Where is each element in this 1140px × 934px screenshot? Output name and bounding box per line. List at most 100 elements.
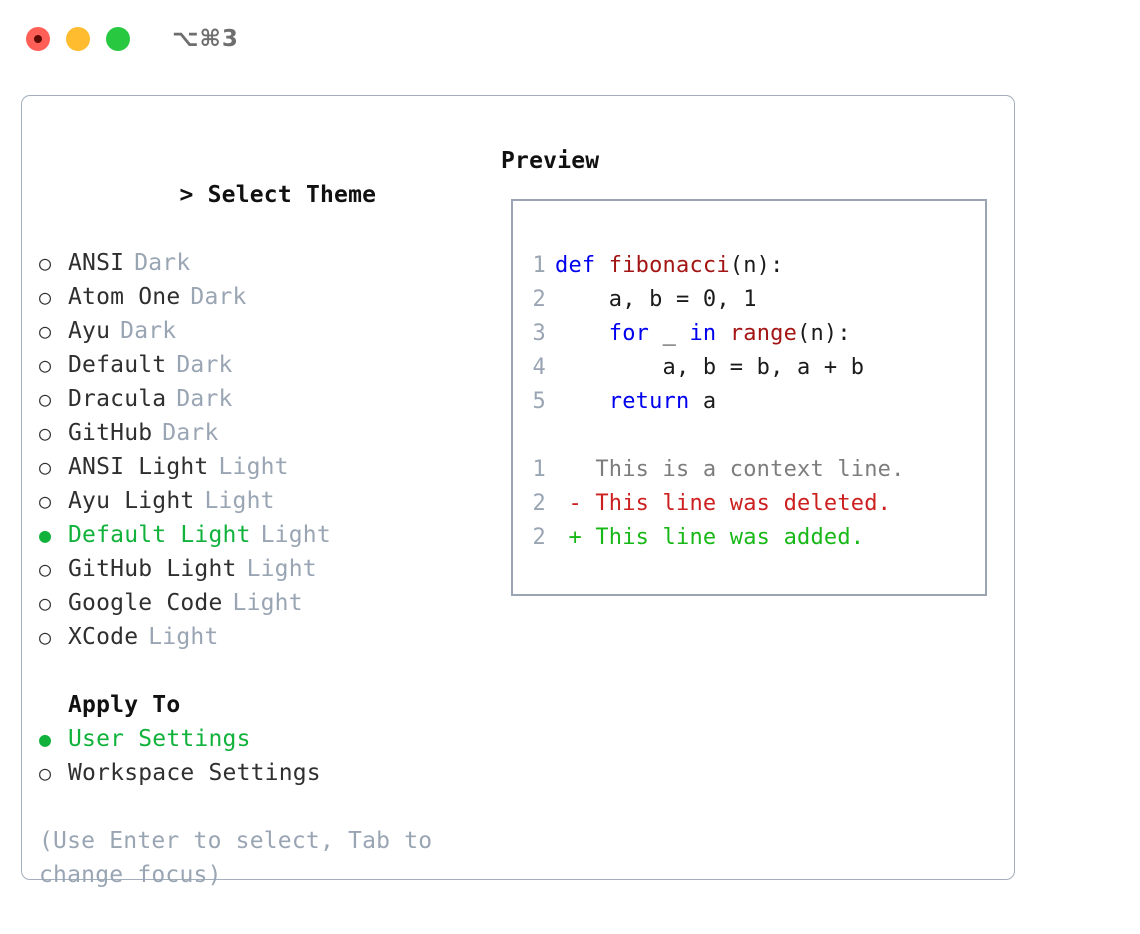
theme-option-variant-tag: Dark (162, 420, 219, 446)
theme-option-label: Default Light (68, 522, 251, 548)
code-line: 5 return a (513, 385, 985, 419)
code-line-text: a, b = b, a + b (555, 351, 865, 385)
code-token-plain (555, 389, 609, 414)
code-line-number: 4 (532, 355, 546, 380)
theme-option-label: Ayu Light (68, 488, 195, 514)
apply-to-option-label: User Settings (68, 726, 251, 752)
select-theme-heading: > Select Theme (39, 144, 492, 246)
theme-option-label: Dracula (68, 386, 167, 412)
theme-option-default-light[interactable]: ● Default Light Light (39, 518, 492, 552)
radio-unselected-icon: ○ (39, 285, 52, 309)
code-token-fn: fibonacci (608, 253, 730, 278)
code-token-kw: in (689, 321, 717, 346)
radio-unselected-icon: ○ (39, 421, 52, 445)
code-line: 1 def fibonacci(n): (513, 249, 985, 283)
code-token-plain: a, b = 0, 1 (555, 287, 757, 312)
theme-option-label: Google Code (68, 590, 223, 616)
theme-option-variant-tag: Light (218, 454, 289, 480)
theme-option-variant-tag: Dark (134, 250, 191, 276)
apply-to-option-workspace-settings[interactable]: ○Workspace Settings (39, 756, 492, 790)
code-token-plain (555, 321, 609, 346)
diff-line-number: 1 (532, 457, 546, 482)
code-line-text: def fibonacci(n): (555, 249, 784, 283)
radio-unselected-icon: ○ (39, 319, 52, 343)
code-token-kw: return (608, 389, 690, 414)
apply-to-option-label: Workspace Settings (68, 760, 321, 786)
theme-option-github[interactable]: ○ GitHub Dark (39, 416, 492, 450)
theme-option-label: Default (68, 352, 167, 378)
radio-selected-icon: ● (39, 523, 52, 547)
theme-option-variant-tag: Light (232, 590, 303, 616)
keyboard-hint-text: (Use Enter to select, Tab to change focu… (39, 828, 433, 888)
diff-line-text: This is a context line. (555, 457, 905, 482)
radio-unselected-icon: ○ (39, 557, 52, 581)
radio-unselected-icon: ○ (39, 251, 52, 275)
diff-line-text: - This line was deleted. (555, 491, 892, 516)
theme-option-variant-tag: Light (204, 488, 275, 514)
close-button-icon[interactable] (26, 27, 50, 51)
radio-unselected-icon: ○ (39, 353, 52, 377)
theme-option-variant-tag: Dark (190, 284, 247, 310)
theme-option-ayu-light[interactable]: ○ Ayu Light Light (39, 484, 492, 518)
code-token-plain: (n): (729, 253, 784, 278)
select-theme-heading-label: Select Theme (207, 182, 377, 208)
minimize-button-icon[interactable] (66, 27, 90, 51)
apply-to-heading: Apply To (68, 692, 181, 718)
theme-option-label: XCode (68, 624, 139, 650)
preview-heading: Preview (501, 148, 600, 174)
code-line: 4 a, b = b, a + b (513, 351, 985, 385)
radio-unselected-icon: ○ (39, 625, 52, 649)
code-line-number: 2 (532, 287, 546, 312)
theme-option-ayu[interactable]: ○ Ayu Dark (39, 314, 492, 348)
diff-line-del: 2 - This line was deleted. (513, 487, 985, 521)
diff-line-add: 2 + This line was added. (513, 521, 985, 555)
radio-unselected-icon: ○ (39, 489, 52, 513)
code-line-text: a, b = 0, 1 (555, 283, 757, 317)
diff-sample: 1 This is a context line.2 - This line w… (513, 453, 985, 555)
window-titlebar: ⌥⌘3 (0, 0, 1140, 78)
code-diff-spacer (513, 419, 985, 453)
code-token-kw: for (608, 321, 650, 346)
theme-option-xcode[interactable]: ○ XCode Light (39, 620, 492, 654)
theme-option-variant-tag: Light (260, 522, 331, 548)
code-line-number: 3 (532, 321, 546, 346)
code-token-plain: a, b = b, a + b (555, 355, 865, 380)
code-line: 3 for _ in range(n): (513, 317, 985, 351)
theme-option-label: GitHub Light (68, 556, 237, 582)
apply-to-option-list: ●User Settings○Workspace Settings (39, 722, 492, 790)
diff-line-text: + This line was added. (555, 525, 865, 550)
theme-option-label: ANSI Light (68, 454, 209, 480)
code-token-plain (716, 321, 729, 346)
theme-option-label: Ayu (68, 318, 111, 344)
code-line: 2 a, b = 0, 1 (513, 283, 985, 317)
apply-to-option-user-settings[interactable]: ●User Settings (39, 722, 492, 756)
diff-line-number: 2 (532, 491, 546, 516)
theme-option-variant-tag: Light (148, 624, 219, 650)
code-token-plain: a (689, 389, 717, 414)
code-token-plain: _ (649, 321, 690, 346)
theme-option-atom-one[interactable]: ○ Atom One Dark (39, 280, 492, 314)
diff-line-number: 2 (532, 525, 546, 550)
section-spacer (39, 654, 492, 688)
theme-option-variant-tag: Dark (120, 318, 177, 344)
theme-option-variant-tag: Dark (176, 386, 233, 412)
code-line-number: 1 (532, 253, 546, 278)
keyboard-shortcut-label: ⌥⌘3 (172, 25, 239, 52)
theme-option-label: GitHub (68, 420, 153, 446)
theme-option-label: Atom One (68, 284, 181, 310)
zoom-button-icon[interactable] (106, 27, 130, 51)
diff-line-ctx: 1 This is a context line. (513, 453, 985, 487)
code-token-plain: (n): (797, 321, 851, 346)
code-line-text: return a (555, 385, 716, 419)
